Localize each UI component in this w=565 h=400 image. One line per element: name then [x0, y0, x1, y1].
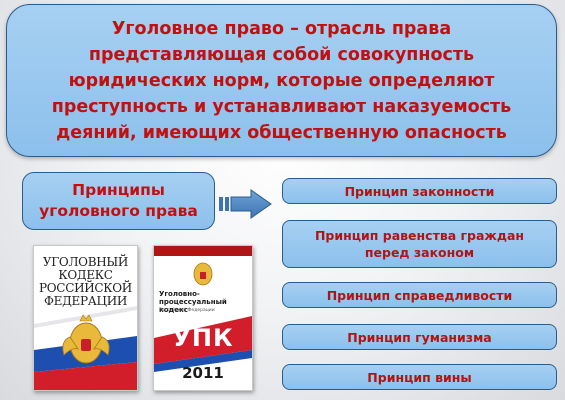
principle-equality: Принцип равенства граждан перед законом	[282, 220, 557, 268]
principle-justice: Принцип справедливости	[282, 282, 557, 308]
principle-legality: Принцип законности	[282, 178, 557, 204]
criminal-procedure-code-book-cover: Учебная литература Уголовно- процессуаль…	[153, 245, 253, 391]
principle-guilt: Принцип вины	[282, 364, 557, 390]
upk-year: 2011	[182, 364, 224, 382]
principles-heading: Принципы уголовного права	[39, 181, 198, 220]
definition-text: Уголовное право – отрасль права представ…	[51, 18, 512, 143]
right-arrow-icon	[219, 189, 272, 219]
russian-flag-eagle-icon	[34, 306, 137, 390]
upk-title: Уголовно- процессуальный кодекс	[159, 290, 227, 314]
upk-publisher-label: Учебная литература	[160, 250, 214, 255]
principles-heading-box: Принципы уголовного права	[22, 172, 215, 230]
criminal-code-title: УГОЛОВНЫЙ КОДЕКС РОССИЙСКОЙ ФЕДЕРАЦИИ	[39, 255, 132, 308]
upk-subtitle: Российской Федерации	[159, 308, 215, 313]
definition-box: Уголовное право – отрасль права представ…	[6, 4, 557, 157]
upk-abbreviation: УПК	[172, 324, 234, 352]
upk-cover-art	[154, 246, 252, 372]
criminal-code-book-cover: УГОЛОВНЫЙ КОДЕКС РОССИЙСКОЙ ФЕДЕРАЦИИ	[33, 245, 138, 391]
principle-humanism: Принцип гуманизма	[282, 324, 557, 350]
